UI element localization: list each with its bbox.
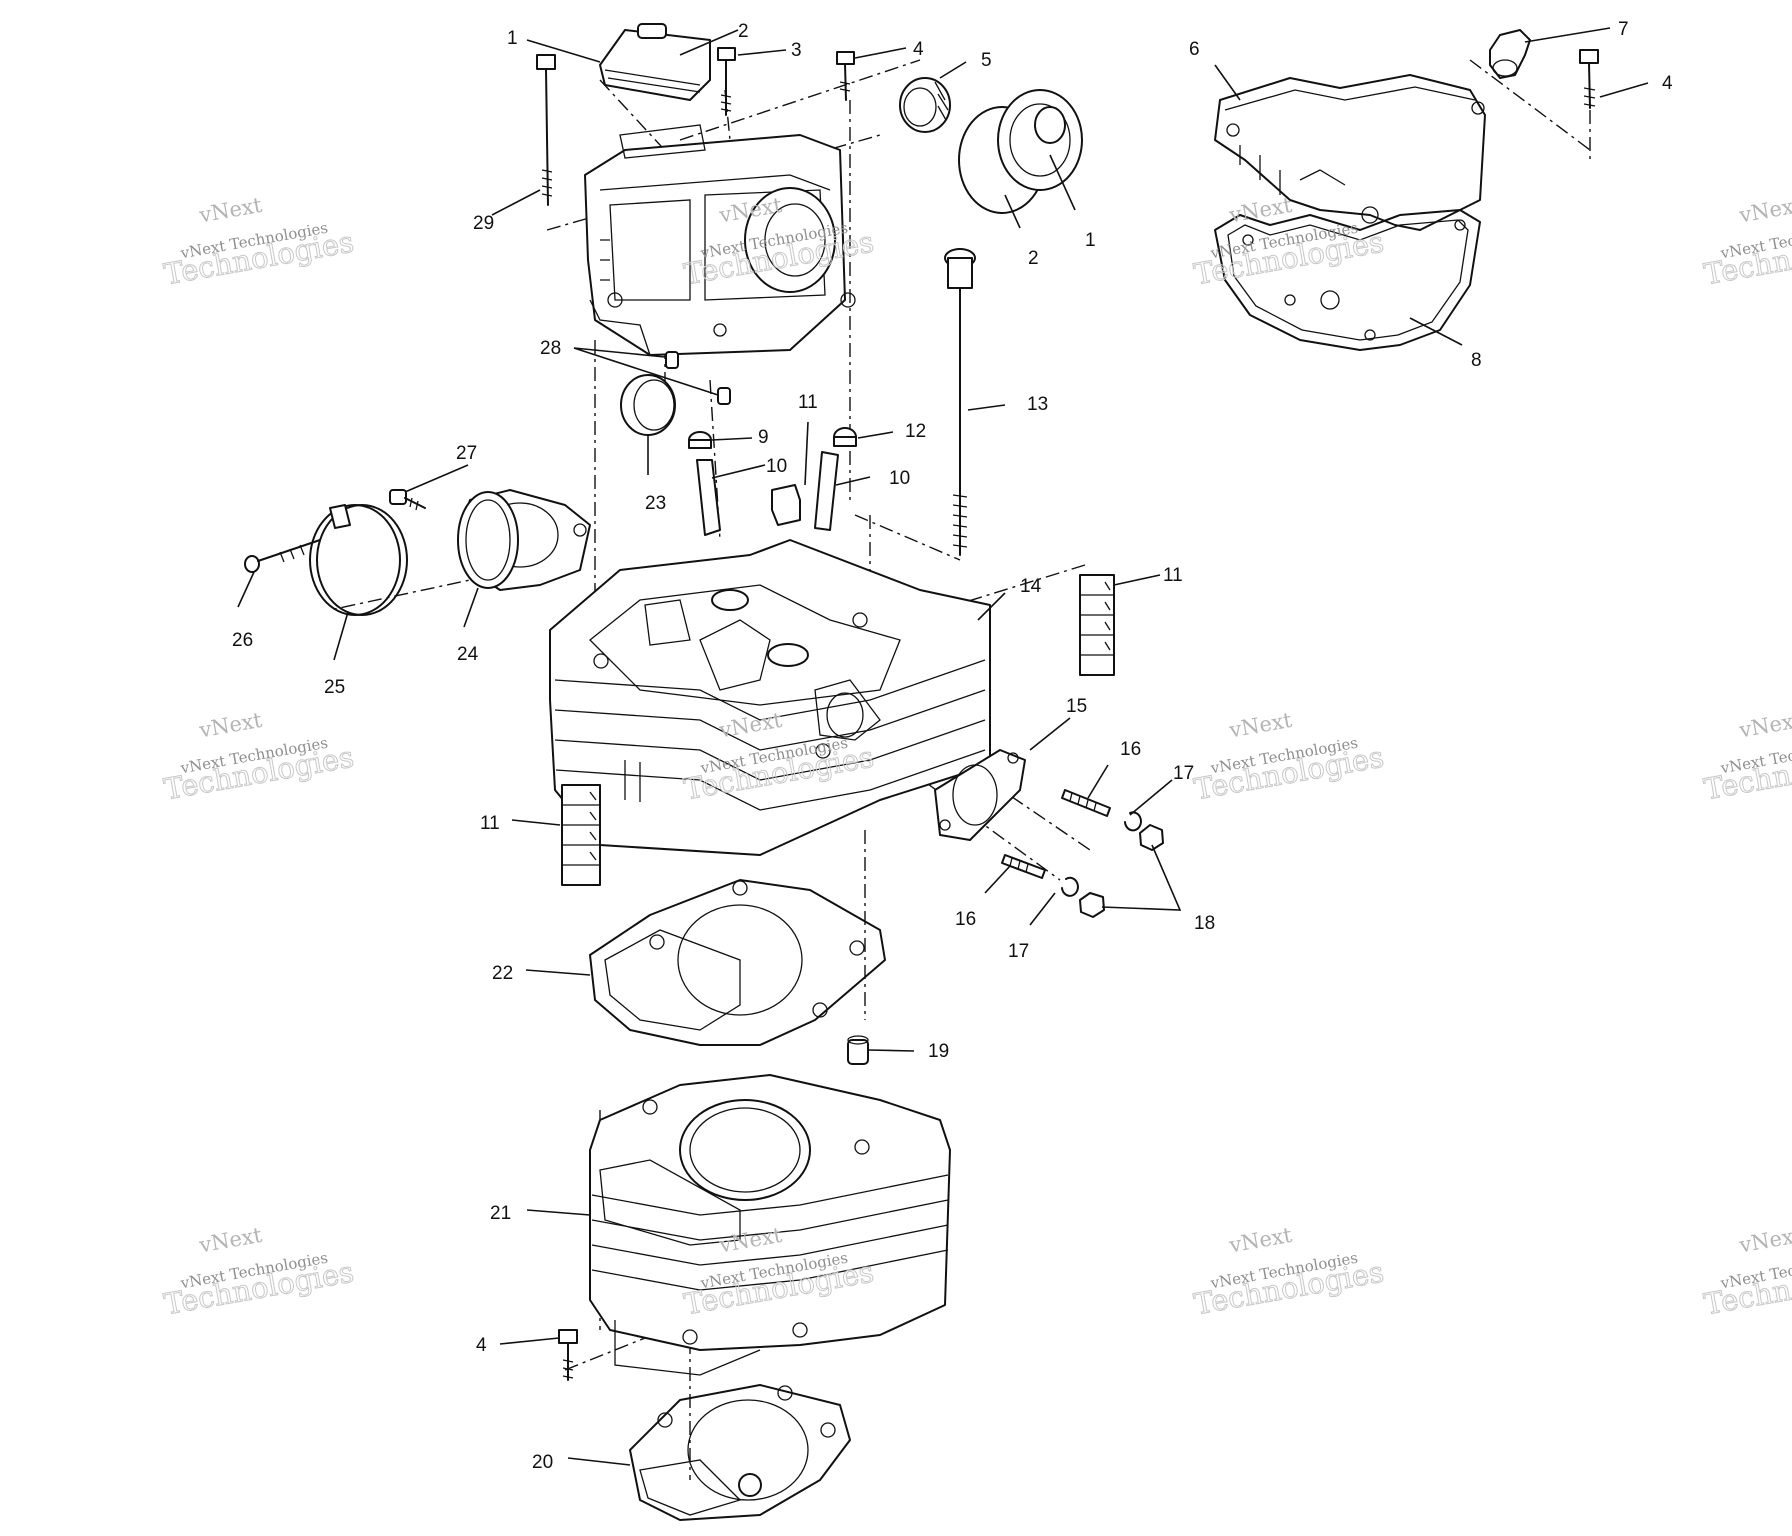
breather-fitting-7 bbox=[1489, 29, 1531, 79]
svg-text:vNext: vNext bbox=[197, 708, 265, 743]
callout-labels: 1 2 3 4 5 1 2 29 6 7 4 8 28 13 11 9 12 1… bbox=[232, 19, 1673, 1473]
studs-16 bbox=[1001, 789, 1111, 879]
bolt-4-bottom bbox=[558, 1329, 578, 1381]
hose-clamp-25 bbox=[309, 504, 408, 616]
callout-29-long-bolt: 29 bbox=[473, 213, 494, 234]
screw-27 bbox=[389, 489, 426, 511]
callout-11-shim-top: 11 bbox=[798, 392, 818, 413]
callout-17-washer-lower: 17 bbox=[1008, 941, 1029, 962]
watermark-12: vNext vNext Technologies Technologies bbox=[1701, 1223, 1792, 1322]
callout-25-hose-clamp: 25 bbox=[324, 677, 345, 698]
callout-27-screw: 27 bbox=[456, 443, 477, 464]
rocker-cap-top bbox=[599, 23, 711, 101]
watermark-1: vNext vNext Technologies Technologies bbox=[161, 193, 357, 292]
head-gasket-22 bbox=[589, 879, 886, 1046]
exhaust-gasket-15 bbox=[934, 749, 1026, 841]
screw-26 bbox=[244, 539, 321, 573]
intake-boot-24 bbox=[457, 489, 591, 591]
valve-cap-1-right bbox=[958, 89, 1083, 214]
cylinder-head-14 bbox=[549, 539, 991, 856]
bolt-3 bbox=[717, 47, 736, 116]
callout-14-cylinder-head: 14 bbox=[1020, 576, 1042, 597]
callout-6-valve-cover: 6 bbox=[1189, 39, 1200, 60]
watermark-4: vNext vNext Technologies Technologies bbox=[1701, 193, 1792, 292]
dowel-19 bbox=[847, 1035, 869, 1065]
callout-21-cylinder: 21 bbox=[490, 1203, 511, 1224]
cylinder-block-21 bbox=[589, 1074, 951, 1376]
bolt-4-right bbox=[1579, 49, 1599, 109]
callout-18-nuts: 18 bbox=[1194, 913, 1215, 934]
nuts-18 bbox=[1079, 824, 1164, 918]
dowel-pins-28 bbox=[665, 351, 731, 405]
svg-text:vNext: vNext bbox=[1227, 708, 1295, 743]
base-gasket-20 bbox=[629, 1384, 851, 1521]
cap-23 bbox=[620, 374, 676, 436]
callout-24-intake-boot: 24 bbox=[457, 644, 479, 665]
shim-block-11-top bbox=[771, 484, 801, 526]
callout-16-stud-lower: 16 bbox=[955, 909, 976, 930]
callout-1-valve-cap: 1 bbox=[1085, 230, 1096, 251]
callout-11-shim-left: 11 bbox=[480, 813, 500, 834]
callout-8-cover-gasket: 8 bbox=[1471, 350, 1482, 371]
callout-19-dowel: 19 bbox=[928, 1041, 949, 1062]
seal-9 bbox=[688, 431, 712, 449]
watermark-7: vNext vNext Technologies Technologies bbox=[1191, 708, 1387, 807]
callout-13-long-stud: 13 bbox=[1027, 394, 1048, 415]
callout-4-bolt-bottom: 4 bbox=[476, 1335, 487, 1356]
callout-20-base-gasket: 20 bbox=[532, 1452, 553, 1473]
valve-guides-10 bbox=[696, 451, 839, 536]
callout-5-plug: 5 bbox=[981, 50, 992, 71]
callout-7-breather: 7 bbox=[1618, 19, 1629, 40]
svg-text:vNext: vNext bbox=[1737, 1223, 1792, 1258]
callout-3-bolt: 3 bbox=[791, 40, 802, 61]
callout-28-dowels: 28 bbox=[540, 338, 561, 359]
rubber-plug-5 bbox=[899, 77, 951, 133]
svg-text:vNext: vNext bbox=[1227, 1223, 1295, 1258]
watermark-11: vNext vNext Technologies Technologies bbox=[1191, 1223, 1387, 1322]
callout-16-stud-upper: 16 bbox=[1120, 739, 1141, 760]
callout-1-cap-top: 1 bbox=[507, 28, 518, 49]
watermark-5: vNext vNext Technologies Technologies bbox=[161, 708, 357, 807]
callout-17-washer-upper: 17 bbox=[1173, 763, 1194, 784]
leader-lines bbox=[237, 27, 1649, 1466]
rocker-box-housing bbox=[584, 124, 856, 356]
callout-15-exhaust-gasket: 15 bbox=[1066, 696, 1087, 717]
bolt-4-top bbox=[836, 51, 855, 101]
callout-4-bolt-right: 4 bbox=[1662, 73, 1673, 94]
callout-10-guide-right: 10 bbox=[889, 468, 910, 489]
shim-stack-11-right bbox=[1079, 574, 1115, 676]
washers-17 bbox=[1061, 811, 1142, 897]
long-stud-13 bbox=[944, 248, 976, 556]
seal-12 bbox=[833, 427, 857, 447]
callout-22-head-gasket: 22 bbox=[492, 963, 513, 984]
callout-4-bolt: 4 bbox=[913, 39, 924, 60]
callout-26-screw: 26 bbox=[232, 630, 253, 651]
callout-10-guide-left: 10 bbox=[766, 456, 787, 477]
callout-9-seal: 9 bbox=[758, 427, 769, 448]
valve-cover-gasket-8 bbox=[1214, 209, 1481, 351]
callout-2-cap-top: 2 bbox=[738, 21, 749, 42]
watermark-8: vNext vNext Technologies Technologies bbox=[1701, 708, 1792, 807]
valve-cover-6 bbox=[1214, 74, 1486, 231]
watermark-9: vNext vNext Technologies Technologies bbox=[161, 1223, 357, 1322]
callout-23-cap: 23 bbox=[645, 493, 666, 514]
long-bolt-29 bbox=[536, 54, 556, 206]
svg-text:vNext: vNext bbox=[1737, 193, 1792, 228]
shim-stack-11-left bbox=[561, 784, 601, 886]
svg-text:vNext: vNext bbox=[1737, 708, 1792, 743]
callout-11-shim-right: 11 bbox=[1163, 565, 1183, 586]
svg-text:vNext: vNext bbox=[197, 193, 265, 228]
callout-12-seal: 12 bbox=[905, 421, 926, 442]
svg-text:vNext: vNext bbox=[197, 1223, 265, 1258]
callout-2-o-ring: 2 bbox=[1028, 248, 1039, 269]
